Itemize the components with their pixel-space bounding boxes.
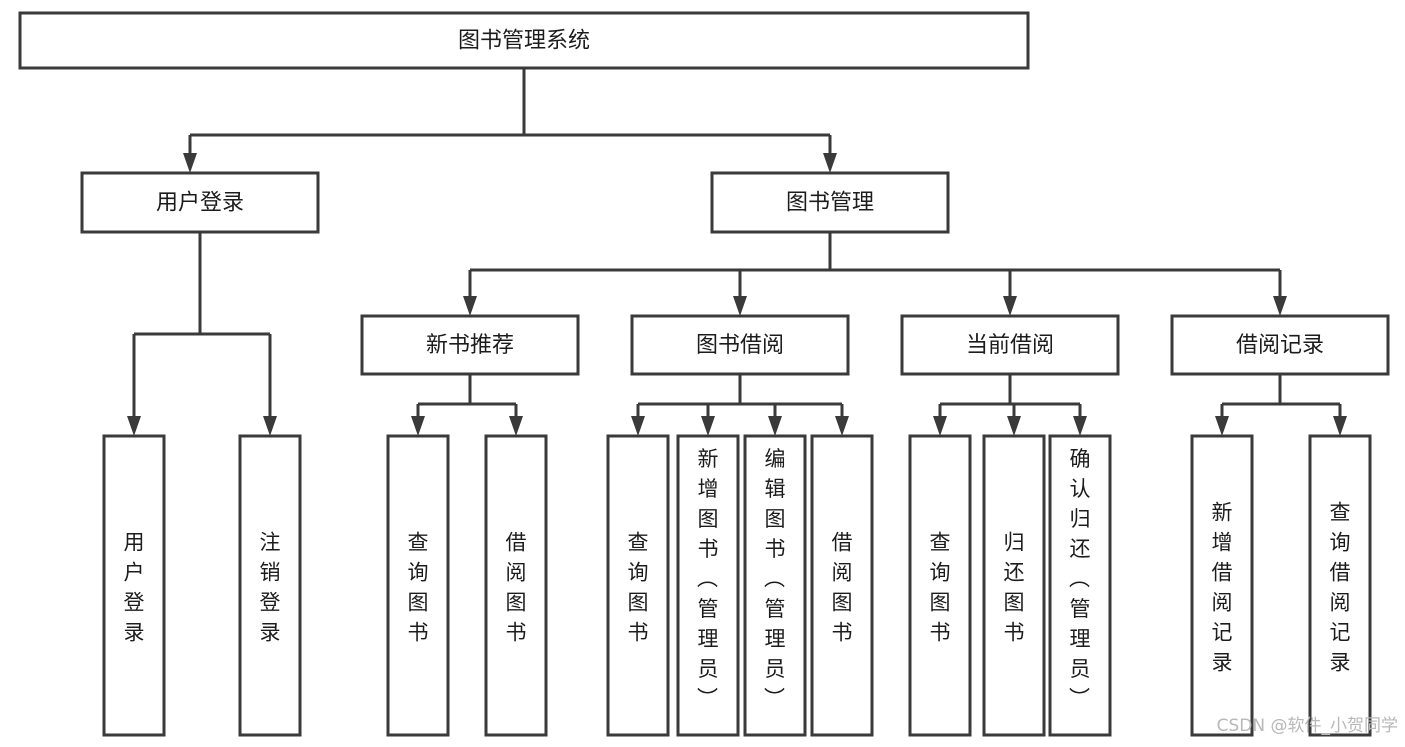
- arrow-head-icon: [127, 416, 141, 436]
- level1-node-user-login[interactable]: 用户登录: [80, 171, 320, 234]
- node-layer: 图书管理系统用户登录图书管理新书推荐图书借阅当前借阅借阅记录用户登录注销登录查询…: [18, 11, 1390, 737]
- node-box[interactable]: [982, 434, 1046, 737]
- node-label: 图书管理: [786, 191, 874, 216]
- arrow-head-icon: [1073, 416, 1087, 436]
- node-box[interactable]: [386, 434, 450, 737]
- arrow-head-icon: [1007, 416, 1021, 436]
- arrow-head-icon: [701, 416, 715, 436]
- csdn-watermark: CSDN @软件_小贺同学: [1217, 716, 1398, 736]
- arrow-head-icon: [733, 296, 747, 316]
- node-box[interactable]: [80, 171, 320, 234]
- arrow-head-icon: [933, 416, 947, 436]
- connector-borrow-record-bus: [1215, 374, 1347, 436]
- arrow-head-icon: [631, 416, 645, 436]
- leaf-node-leaf-borrow-book-recommend[interactable]: 借阅图书: [484, 434, 548, 737]
- leaf-node-leaf-add-borrow-record[interactable]: 新增借阅记录: [1190, 434, 1254, 737]
- node-label: 确认归还（管理员）: [1069, 447, 1091, 711]
- arrow-head-icon: [183, 153, 197, 173]
- node-label: 查询图书: [408, 531, 429, 645]
- node-box[interactable]: [810, 434, 874, 737]
- node-box[interactable]: [360, 314, 580, 376]
- node-box[interactable]: [710, 171, 950, 234]
- node-label: 查询借阅记录: [1330, 501, 1351, 675]
- leaf-node-leaf-edit-book-admin[interactable]: 编辑图书（管理员）: [743, 434, 807, 737]
- node-label: 查询图书: [628, 531, 649, 645]
- arrow-head-icon: [1333, 416, 1347, 436]
- arrow-head-icon: [823, 153, 837, 173]
- root-node-root[interactable]: 图书管理系统: [18, 11, 1030, 70]
- arrow-head-icon: [1215, 416, 1229, 436]
- node-box[interactable]: [238, 434, 302, 737]
- node-label: 新增图书（管理员）: [697, 447, 719, 711]
- arrow-head-icon: [835, 416, 849, 436]
- arrow-head-icon: [1273, 296, 1287, 316]
- node-label: 图书借阅: [696, 333, 784, 358]
- connector-root-bus: [183, 68, 837, 173]
- leaf-node-leaf-add-book-admin[interactable]: 新增图书（管理员）: [676, 434, 740, 737]
- leaf-node-leaf-logout-login[interactable]: 注销登录: [238, 434, 302, 737]
- node-box[interactable]: [1170, 314, 1390, 376]
- node-box[interactable]: [18, 11, 1030, 70]
- node-label: 新书推荐: [426, 333, 514, 358]
- node-label: 注销登录: [260, 531, 281, 645]
- node-label: 用户登录: [124, 531, 145, 645]
- leaf-node-leaf-query-book-current[interactable]: 查询图书: [908, 434, 972, 737]
- node-label: 用户登录: [156, 191, 244, 216]
- level2-node-current-borrow[interactable]: 当前借阅: [900, 314, 1120, 376]
- level2-node-borrow-record[interactable]: 借阅记录: [1170, 314, 1390, 376]
- connector-layer: [127, 68, 1347, 436]
- node-label: 当前借阅: [966, 333, 1054, 358]
- leaf-node-leaf-query-borrow-record[interactable]: 查询借阅记录: [1308, 434, 1372, 737]
- leaf-node-leaf-query-book-recommend[interactable]: 查询图书: [386, 434, 450, 737]
- node-label: 借阅图书: [832, 531, 853, 645]
- level2-node-new-book-recommend[interactable]: 新书推荐: [360, 314, 580, 376]
- arrow-head-icon: [263, 416, 277, 436]
- node-label: 查询图书: [930, 531, 951, 645]
- leaf-node-leaf-user-login[interactable]: 用户登录: [102, 434, 166, 737]
- leaf-node-leaf-return-book[interactable]: 归还图书: [982, 434, 1046, 737]
- node-label: 借阅图书: [506, 531, 527, 645]
- arrow-head-icon: [768, 416, 782, 436]
- node-box[interactable]: [908, 434, 972, 737]
- level1-node-book-manage[interactable]: 图书管理: [710, 171, 950, 234]
- connector-user-login-bus: [127, 232, 277, 436]
- node-box[interactable]: [484, 434, 548, 737]
- arrow-head-icon: [1003, 296, 1017, 316]
- connector-new-book-bus: [411, 374, 523, 436]
- leaf-node-leaf-confirm-return-admin[interactable]: 确认归还（管理员）: [1048, 434, 1112, 737]
- node-label: 借阅记录: [1236, 333, 1324, 358]
- node-box[interactable]: [743, 434, 807, 737]
- node-box[interactable]: [1048, 434, 1112, 737]
- level2-node-book-borrow[interactable]: 图书借阅: [630, 314, 850, 376]
- node-label: 图书管理系统: [458, 29, 590, 54]
- node-box[interactable]: [900, 314, 1120, 376]
- watermark-layer: CSDN @软件_小贺同学: [1217, 716, 1398, 736]
- node-box[interactable]: [630, 314, 850, 376]
- arrow-head-icon: [509, 416, 523, 436]
- node-label: 编辑图书（管理员）: [764, 447, 786, 711]
- node-box[interactable]: [1190, 434, 1254, 737]
- connector-book-manage-bus: [463, 232, 1287, 316]
- leaf-node-leaf-query-book-borrow[interactable]: 查询图书: [606, 434, 670, 737]
- arrow-head-icon: [463, 296, 477, 316]
- node-box[interactable]: [676, 434, 740, 737]
- node-box[interactable]: [102, 434, 166, 737]
- leaf-node-leaf-borrow-book[interactable]: 借阅图书: [810, 434, 874, 737]
- node-box[interactable]: [1308, 434, 1372, 737]
- connector-current-borrow-bus: [933, 374, 1087, 436]
- connector-book-borrow-bus: [631, 374, 849, 436]
- node-label: 新增借阅记录: [1212, 501, 1233, 675]
- arrow-head-icon: [411, 416, 425, 436]
- node-label: 归还图书: [1004, 531, 1025, 645]
- node-box[interactable]: [606, 434, 670, 737]
